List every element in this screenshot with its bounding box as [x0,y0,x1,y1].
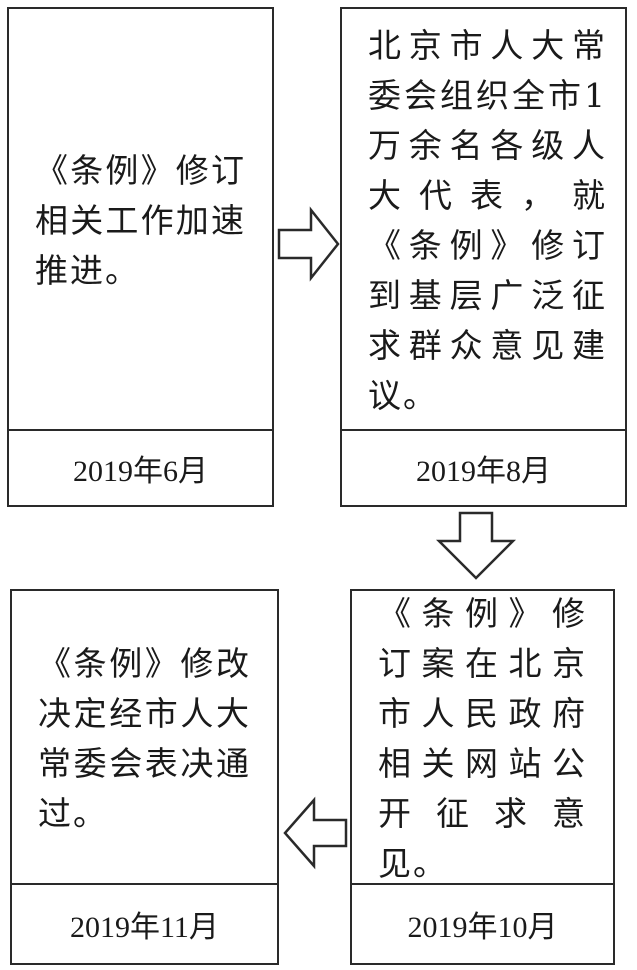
step-date: 2019年8月 [342,429,625,505]
step-description: 《条例》修订案在北京市人民政府相关网站公开征求意见。 [378,594,587,883]
step-date: 2019年11月 [12,883,277,963]
step-description: 《条例》修订相关工作加速推进。 [35,151,246,290]
arrow-right-icon [277,206,340,282]
step-description-box: 北京市人大常委会组织全市1万余名各级人大代表，就《条例》修订到基层广泛征求群众意… [342,9,625,433]
step-date: 2019年6月 [9,429,272,505]
step-description-box: 《条例》修订相关工作加速推进。 [9,9,272,433]
timeline-step-2019-08: 北京市人大常委会组织全市1万余名各级人大代表，就《条例》修订到基层广泛征求群众意… [340,7,627,507]
step-description: 《条例》修改决定经市人大常委会表决通过。 [38,644,251,833]
timeline-step-2019-06: 《条例》修订相关工作加速推进。 2019年6月 [7,7,274,507]
step-description: 北京市人大常委会组织全市1万余名各级人大代表，就《条例》修订到基层广泛征求群众意… [368,26,607,415]
step-date: 2019年10月 [352,883,613,963]
step-description-box: 《条例》修改决定经市人大常委会表决通过。 [12,591,277,887]
arrow-down-icon [436,511,516,580]
timeline-step-2019-10: 《条例》修订案在北京市人民政府相关网站公开征求意见。 2019年10月 [350,589,615,965]
arrow-left-icon [283,796,348,870]
timeline-step-2019-11: 《条例》修改决定经市人大常委会表决通过。 2019年11月 [10,589,279,965]
step-description-box: 《条例》修订案在北京市人民政府相关网站公开征求意见。 [352,591,613,887]
